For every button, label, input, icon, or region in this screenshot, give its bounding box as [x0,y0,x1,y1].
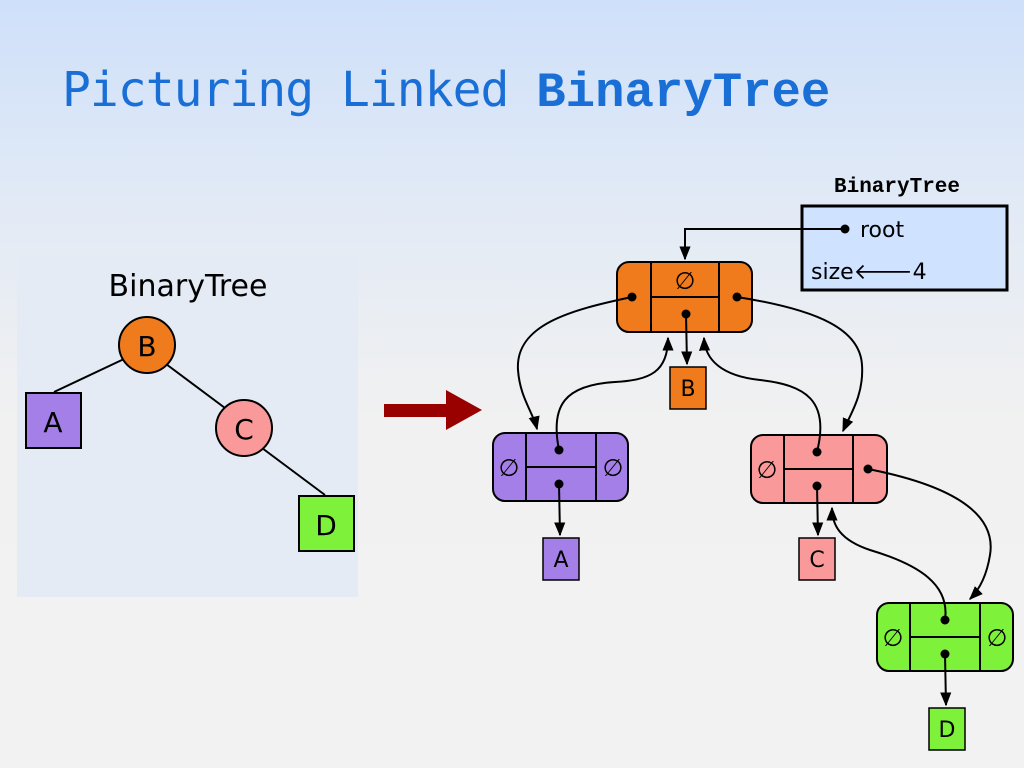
abstract-node-d-label: D [315,509,337,542]
node-a-left-null-icon: ∅ [499,454,520,482]
page-title: Picturing Linked BinaryTree [62,62,830,121]
binarytree-box: root size🡐4 [800,204,1009,292]
edge-c-d [261,447,326,496]
c-parent-arrow [698,336,822,453]
abstract-node-a: A [25,392,82,449]
abstract-node-b-label: B [137,330,156,363]
abstract-node-a-label: A [43,406,62,439]
node-d-right-null-icon: ∅ [987,624,1008,652]
transition-arrow-icon [384,390,482,430]
edge-b-c [165,363,226,409]
root-field-label: root [860,218,904,243]
size-field-label: size [811,260,854,285]
title-text: Picturing Linked [62,62,537,118]
element-box-a: A [542,537,580,581]
node-c-left-null-icon: ∅ [757,456,778,484]
d-element-arrow [940,653,952,707]
a-parent-arrow [555,336,674,451]
d-parent-arrow [826,506,947,621]
element-c-label: C [809,548,824,573]
element-a-label: A [553,548,568,573]
b-left-child-arrow [516,296,633,431]
size-field-value: 4 [913,260,927,285]
abstract-node-c-label: C [234,413,254,446]
b-element-arrow [681,313,693,366]
node-d-left-null-icon: ∅ [883,624,904,652]
linked-node-c: ∅ [750,434,888,504]
node-a-right-null-icon: ∅ [603,454,624,482]
element-b-label: B [680,377,695,402]
a-element-arrow [554,483,566,537]
abstract-node-b: B [118,316,176,374]
node-b-parent-null-icon: ∅ [675,267,696,295]
c-element-arrow [812,485,824,537]
element-box-d: D [928,707,966,751]
element-box-c: C [798,537,836,581]
element-box-b: B [669,366,707,410]
linked-node-b: ∅ [616,261,753,333]
linked-node-d: ∅ ∅ [876,602,1014,672]
b-right-child-arrow [736,296,864,433]
abstract-tree-edges [53,358,326,496]
root-pointer-arrow [679,228,845,261]
abstract-node-d: D [298,495,355,552]
size-field: size🡐4 [811,260,927,285]
binarytree-box-header: BinaryTree [834,176,960,199]
c-right-child-arrow [867,468,992,600]
title-code: BinaryTree [536,65,831,121]
element-d-label: D [939,718,956,743]
abstract-tree-label: BinaryTree [109,269,268,304]
assign-arrow-icon: 🡐 [854,260,913,285]
pointer-arrows [516,228,992,707]
edge-b-a [53,358,125,393]
abstract-node-c: C [215,399,273,457]
linked-node-a: ∅ ∅ [492,432,629,502]
